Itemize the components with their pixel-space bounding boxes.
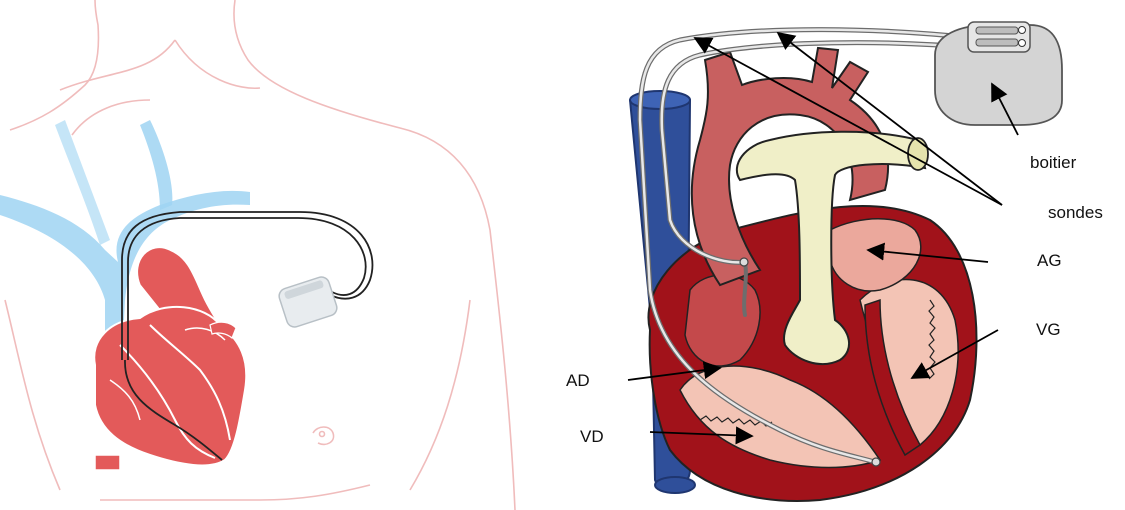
label-boitier: boitier [1030,153,1077,172]
label-vg: VG [1036,320,1061,339]
label-sondes: sondes [1048,203,1103,222]
pacemaker-device-icon [277,275,339,329]
pacemaker-device-icon [935,22,1062,125]
left-panel-torso [0,0,515,510]
right-panel-heart: boitier sondes AG VG AD VD [566,22,1103,501]
label-ag: AG [1037,251,1062,270]
label-ad: AD [566,371,590,390]
label-vd: VD [580,427,604,446]
